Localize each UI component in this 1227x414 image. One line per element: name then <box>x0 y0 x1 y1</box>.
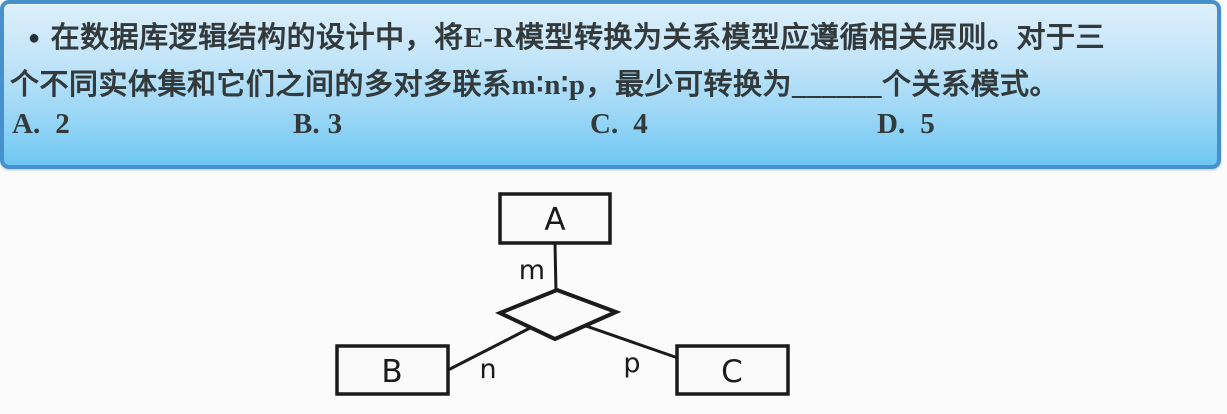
option-c: C. 4 <box>590 108 648 141</box>
cardinality-p-label: p <box>623 348 640 379</box>
entity-box-c <box>675 344 790 396</box>
entity-b-label: B <box>381 354 402 390</box>
option-d: D. 5 <box>877 108 935 141</box>
bullet-icon: ● <box>28 27 41 49</box>
question-panel: ● 在数据库逻辑结构的设计中，将E-R模型转换为关系模型应遵循相关原则。对于三 个… <box>0 0 1221 169</box>
option-c-letter: C. <box>590 108 619 140</box>
option-c-value: 4 <box>633 108 648 140</box>
options-row: A. 2 B.3 C. 4 D. 5 <box>4 108 1217 156</box>
edge-relationship-b <box>447 326 531 372</box>
relationship-diamond <box>495 287 622 342</box>
option-b: B.3 <box>293 108 342 141</box>
question-text-line1: 在数据库逻辑结构的设计中，将E-R模型转换为关系模型应遵循相关原则。对于三 <box>50 22 1106 54</box>
er-diagram: A B C m n p <box>330 186 800 406</box>
option-a-letter: A. <box>12 108 41 140</box>
question-text-line2: 个不同实体集和它们之间的多对多联系m∶n∶p，最少可转换为______个关系模式… <box>10 69 1060 101</box>
option-a: A. 2 <box>12 108 70 141</box>
cardinality-n-label: n <box>479 354 496 385</box>
entity-c-label: C <box>721 354 743 390</box>
option-d-value: 5 <box>920 108 935 140</box>
question-line-2: 个不同实体集和它们之间的多对多联系m∶n∶p，最少可转换为______个关系模式… <box>10 61 1059 103</box>
entity-a-label: A <box>544 202 565 238</box>
edge-a-relationship <box>553 242 558 293</box>
entity-box-a <box>498 192 612 245</box>
option-b-value: 3 <box>327 108 343 140</box>
question-line-1: ● 在数据库逻辑结构的设计中，将E-R模型转换为关系模型应遵循相关原则。对于三 <box>28 14 1105 56</box>
edge-relationship-c <box>585 324 679 360</box>
entity-box-b <box>335 344 450 396</box>
option-b-letter: B. <box>293 108 320 140</box>
cardinality-m-label: m <box>519 255 545 286</box>
option-a-value: 2 <box>55 108 70 140</box>
option-d-letter: D. <box>877 108 906 140</box>
